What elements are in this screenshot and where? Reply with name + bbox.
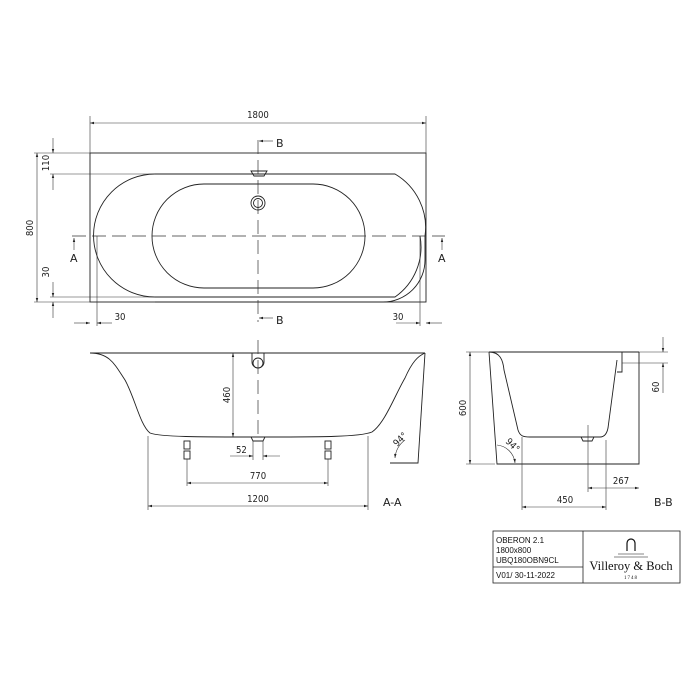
drain-offset-dimension: 267 bbox=[613, 476, 629, 487]
drain-icon bbox=[250, 436, 266, 442]
drain-icon bbox=[250, 195, 266, 211]
foot-right bbox=[324, 440, 332, 460]
title-block: OBERON 2.1 1800x800 UBQ180OBN9CL V01/ 30… bbox=[492, 530, 681, 584]
section-a-view: 94° 460 52 770 1200 A-A bbox=[89, 340, 426, 510]
brand-name: Villeroy & Boch bbox=[589, 559, 673, 573]
inner-basin bbox=[151, 183, 366, 289]
section-a-title: A-A bbox=[383, 496, 402, 509]
section-b-view: 94° 600 60 450 267 B-B bbox=[458, 337, 673, 510]
rim-dimension: 60 bbox=[651, 382, 662, 393]
depth-dimension: 800 bbox=[25, 220, 36, 236]
rim-edge bbox=[617, 351, 623, 373]
feet-spacing-dimension: 770 bbox=[250, 471, 266, 482]
product-name: OBERON 2.1 bbox=[496, 536, 545, 545]
width-dimension: 1800 bbox=[247, 110, 269, 121]
left-offset-dimension: 30 bbox=[115, 312, 126, 323]
plan-view: 1800 800 110 30 30 30 B B A A bbox=[25, 110, 446, 327]
angle-a-label: 94° bbox=[391, 431, 409, 449]
right-offset-dimension: 30 bbox=[393, 312, 404, 323]
end-panel bbox=[390, 352, 426, 464]
section-b-marker-top: B bbox=[276, 137, 284, 150]
drain-icon bbox=[580, 436, 595, 442]
basin-profile bbox=[89, 352, 426, 438]
outer-panel bbox=[488, 351, 640, 465]
basin-profile bbox=[488, 351, 618, 438]
section-b-marker-bottom: B bbox=[276, 314, 284, 327]
product-size: 1800x800 bbox=[496, 546, 532, 555]
section-a-marker-right: A bbox=[438, 252, 446, 265]
bottom-length-dimension: 1200 bbox=[247, 494, 269, 505]
bottom-width-dimension: 450 bbox=[557, 495, 573, 506]
outer-basin bbox=[93, 173, 422, 298]
section-a-marker-left: A bbox=[70, 252, 78, 265]
drain-dimension: 52 bbox=[236, 445, 247, 456]
foot-left bbox=[183, 440, 191, 460]
basin-depth-dimension: 460 bbox=[222, 387, 233, 403]
drain-inner-icon bbox=[253, 198, 263, 208]
brand-year: 1748 bbox=[624, 576, 638, 581]
rim-top-dimension: 110 bbox=[41, 155, 52, 171]
version: V01/ 30-11-2022 bbox=[496, 571, 556, 580]
angle-arc bbox=[496, 444, 516, 464]
brand-logo: Villeroy & Boch 1748 bbox=[589, 538, 673, 581]
rim-bottom-dimension: 30 bbox=[41, 267, 52, 278]
angle-arc bbox=[394, 439, 406, 459]
overflow-icon bbox=[250, 170, 268, 177]
faucet-icon bbox=[626, 538, 636, 551]
article-code: UBQ180OBN9CL bbox=[496, 556, 559, 565]
angle-b-label: 94° bbox=[503, 436, 521, 454]
outer-basin-right bbox=[155, 173, 426, 303]
title-block-frame bbox=[492, 530, 681, 584]
section-b-title: B-B bbox=[654, 496, 673, 509]
height-dimension: 600 bbox=[458, 400, 469, 416]
